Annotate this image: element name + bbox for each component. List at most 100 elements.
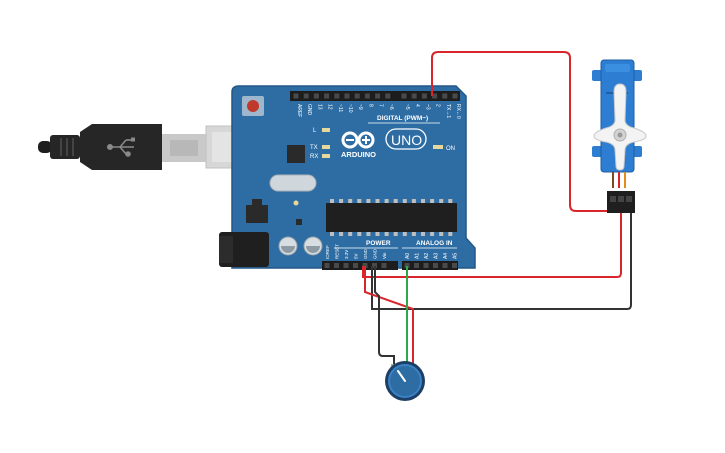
chip-pin <box>402 232 407 236</box>
chip-pin <box>366 232 371 236</box>
power-header-label: POWER <box>366 240 391 247</box>
digital-pin-label: 8 <box>367 104 373 107</box>
chip-pin <box>339 232 344 236</box>
digital-pin-label: 12 <box>327 104 333 110</box>
power-pin-2[interactable] <box>343 263 349 268</box>
uno-badge <box>385 128 427 150</box>
chip-pin <box>448 199 453 203</box>
reset-button[interactable] <box>242 96 264 116</box>
bottom-pin-holes[interactable] <box>324 263 458 268</box>
led-tx-label: TX <box>310 145 318 151</box>
led-rx <box>322 154 330 158</box>
crystal <box>269 174 317 192</box>
digital-pin-7[interactable] <box>364 93 370 99</box>
chip-pin <box>357 232 362 236</box>
usb-icon <box>107 137 135 157</box>
power-pin-4[interactable] <box>362 263 368 268</box>
analog-pin-label: A1 <box>415 253 421 259</box>
usb-chip <box>287 145 305 163</box>
analog-pin-1[interactable] <box>414 263 419 268</box>
power-pin-1[interactable] <box>334 263 339 268</box>
digital-pin-label: 7 <box>378 104 384 107</box>
analog-pin-label: A0 <box>405 253 411 259</box>
digital-pin-4[interactable] <box>334 93 340 99</box>
digital-pin-6[interactable] <box>354 93 360 99</box>
digital-pin-11[interactable] <box>411 93 417 99</box>
led-on <box>433 145 443 149</box>
digital-pin-2[interactable] <box>313 93 319 99</box>
power-header-strip <box>322 261 398 270</box>
model-label: UNO <box>391 132 422 148</box>
on-label: ON <box>446 146 455 152</box>
digital-pin-label: ~3 <box>424 104 430 110</box>
digital-header-label: DIGITAL (PWM~) <box>377 115 428 122</box>
analog-pin-label: A2 <box>424 253 430 259</box>
power-pin-label: GND <box>373 248 378 259</box>
chip-pin <box>357 199 362 203</box>
digital-pin-holes[interactable] <box>293 93 458 99</box>
digital-pin-5[interactable] <box>344 93 350 99</box>
chip-pin <box>430 232 435 236</box>
digital-pin-label: 4 <box>414 104 420 107</box>
digital-pin-9[interactable] <box>385 93 391 99</box>
chip-pin <box>339 199 344 203</box>
chip-pin <box>393 232 398 236</box>
analog-pin-3[interactable] <box>433 263 438 268</box>
digital-pin-13[interactable] <box>432 93 438 99</box>
voltage-regulator <box>246 205 268 223</box>
arduino-logo-icon <box>341 131 375 149</box>
power-pin-label: 3.3V <box>344 250 349 259</box>
digital-pin-label: ~6 <box>388 104 394 110</box>
potentiometer[interactable] <box>385 361 425 401</box>
chip-pin <box>348 232 353 236</box>
chip-pin <box>411 232 416 236</box>
digital-pin-14[interactable] <box>442 93 448 99</box>
led-l <box>322 128 330 132</box>
digital-pin-0[interactable] <box>293 93 299 99</box>
power-pin-6[interactable] <box>381 263 387 268</box>
analog-pin-5[interactable] <box>452 263 457 268</box>
power-pin-label: GND <box>363 248 368 259</box>
power-jack[interactable] <box>219 232 269 267</box>
power-pin-3[interactable] <box>353 263 358 268</box>
pot-ground-wire[interactable] <box>374 266 395 368</box>
digital-header-strip <box>290 91 460 101</box>
chip-pin <box>348 199 353 203</box>
chip-pin <box>402 199 407 203</box>
digital-pin-10[interactable] <box>401 93 407 99</box>
analog-pin-2[interactable] <box>423 263 429 268</box>
digital-pin-label: RX←0 <box>455 104 461 119</box>
digital-pin-12[interactable] <box>421 93 427 99</box>
power-pin-5[interactable] <box>372 263 377 268</box>
led-tx <box>322 145 330 149</box>
digital-pin-label: GND <box>306 104 312 116</box>
micro-servo[interactable] <box>592 59 647 213</box>
servo-ground-wire[interactable] <box>371 213 632 310</box>
capacitors <box>278 236 323 256</box>
digital-pin-15[interactable] <box>452 93 458 99</box>
analog-pin-0[interactable] <box>404 263 410 268</box>
digital-pin-1[interactable] <box>303 93 309 99</box>
chip-pin <box>330 199 334 203</box>
chip-pin <box>384 199 389 203</box>
chip-pin <box>448 232 453 236</box>
signal-wire[interactable] <box>431 51 612 212</box>
digital-pin-3[interactable] <box>324 93 330 99</box>
digital-pin-label: ~10 <box>347 104 353 113</box>
digital-pin-8[interactable] <box>375 93 381 99</box>
servo-horn[interactable] <box>593 83 647 171</box>
pot-power-wire[interactable] <box>364 266 414 368</box>
servo-power-wire[interactable] <box>362 213 622 278</box>
analog-pin-4[interactable] <box>442 263 448 268</box>
digital-pin-label: ~11 <box>337 104 343 112</box>
analog-pin-label: A4 <box>443 253 449 259</box>
power-pin-0[interactable] <box>324 263 330 268</box>
power-pin-label: Vin <box>382 252 387 259</box>
chip-pin <box>384 232 389 236</box>
digital-pin-label: AREF <box>296 104 302 117</box>
chip-pin <box>439 199 444 203</box>
